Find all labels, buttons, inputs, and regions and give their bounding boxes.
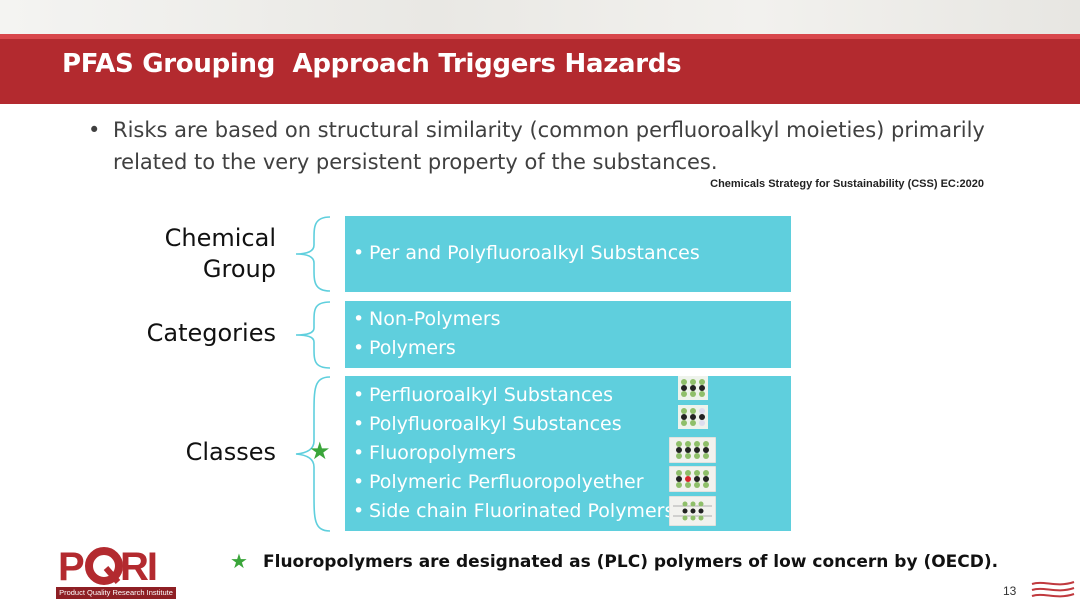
molecule-structure-icon <box>678 405 708 429</box>
star-icon: ★ <box>230 551 248 573</box>
curly-brace-icon <box>295 216 331 292</box>
list-item: Side chain Fluorinated Polymers <box>345 497 791 526</box>
curly-brace-icon <box>295 301 331 369</box>
logo-q-mark <box>85 547 123 585</box>
list-item: Perfluoroalkyl Substances <box>345 381 791 410</box>
row-label-line: Group <box>202 255 276 283</box>
categories-box: Non-Polymers Polymers <box>345 301 791 368</box>
swoosh-logo-icon <box>1031 581 1075 598</box>
logo-wordmark: RI <box>120 545 156 589</box>
list-item: Per and Polyfluoroalkyl Substances <box>345 239 791 268</box>
slide-title: PFAS Grouping Approach Triggers Hazards <box>62 49 682 79</box>
molecule-structure-icon <box>669 466 716 492</box>
footnote: Fluoropolymers are designated as (PLC) p… <box>263 552 999 572</box>
chemical-group-box: Per and Polyfluoroalkyl Substances <box>345 216 791 292</box>
star-icon: ★ <box>309 438 331 465</box>
list-item: Fluoropolymers <box>345 439 791 468</box>
logo-wordmark: P <box>58 545 84 589</box>
molecule-structure-icon <box>669 437 716 463</box>
main-bullet-text: Risks are based on structural similarity… <box>113 118 985 174</box>
classes-box: Perfluoroalkyl Substances Polyfluoroalky… <box>345 376 791 531</box>
row-label-line: Chemical <box>164 224 276 252</box>
curly-brace-icon <box>295 376 331 532</box>
row-label-chemical-group: Chemical Group <box>150 223 276 285</box>
row-label-classes: Classes <box>185 438 276 466</box>
molecule-structure-icon <box>678 376 708 400</box>
logo-tagline: Product Quality Research Institute <box>56 587 176 599</box>
main-bullet: • Risks are based on structural similari… <box>88 114 988 178</box>
title-bar: PFAS Grouping Approach Triggers Hazards <box>0 34 1080 104</box>
row-label-categories: Categories <box>146 319 276 347</box>
page-number: 13 <box>1003 584 1017 598</box>
list-item: Non-Polymers <box>345 305 791 334</box>
pqri-logo: P RI <box>58 545 158 589</box>
list-item: Polyfluoroalkyl Substances <box>345 410 791 439</box>
list-item: Polymers <box>345 334 791 363</box>
top-decorative-strip <box>0 0 1080 34</box>
source-citation: Chemicals Strategy for Sustainability (C… <box>710 178 984 190</box>
molecule-structure-icon <box>669 496 716 526</box>
list-item: Polymeric Perfluoropolyether <box>345 468 791 497</box>
bullet-marker: • <box>88 118 101 142</box>
